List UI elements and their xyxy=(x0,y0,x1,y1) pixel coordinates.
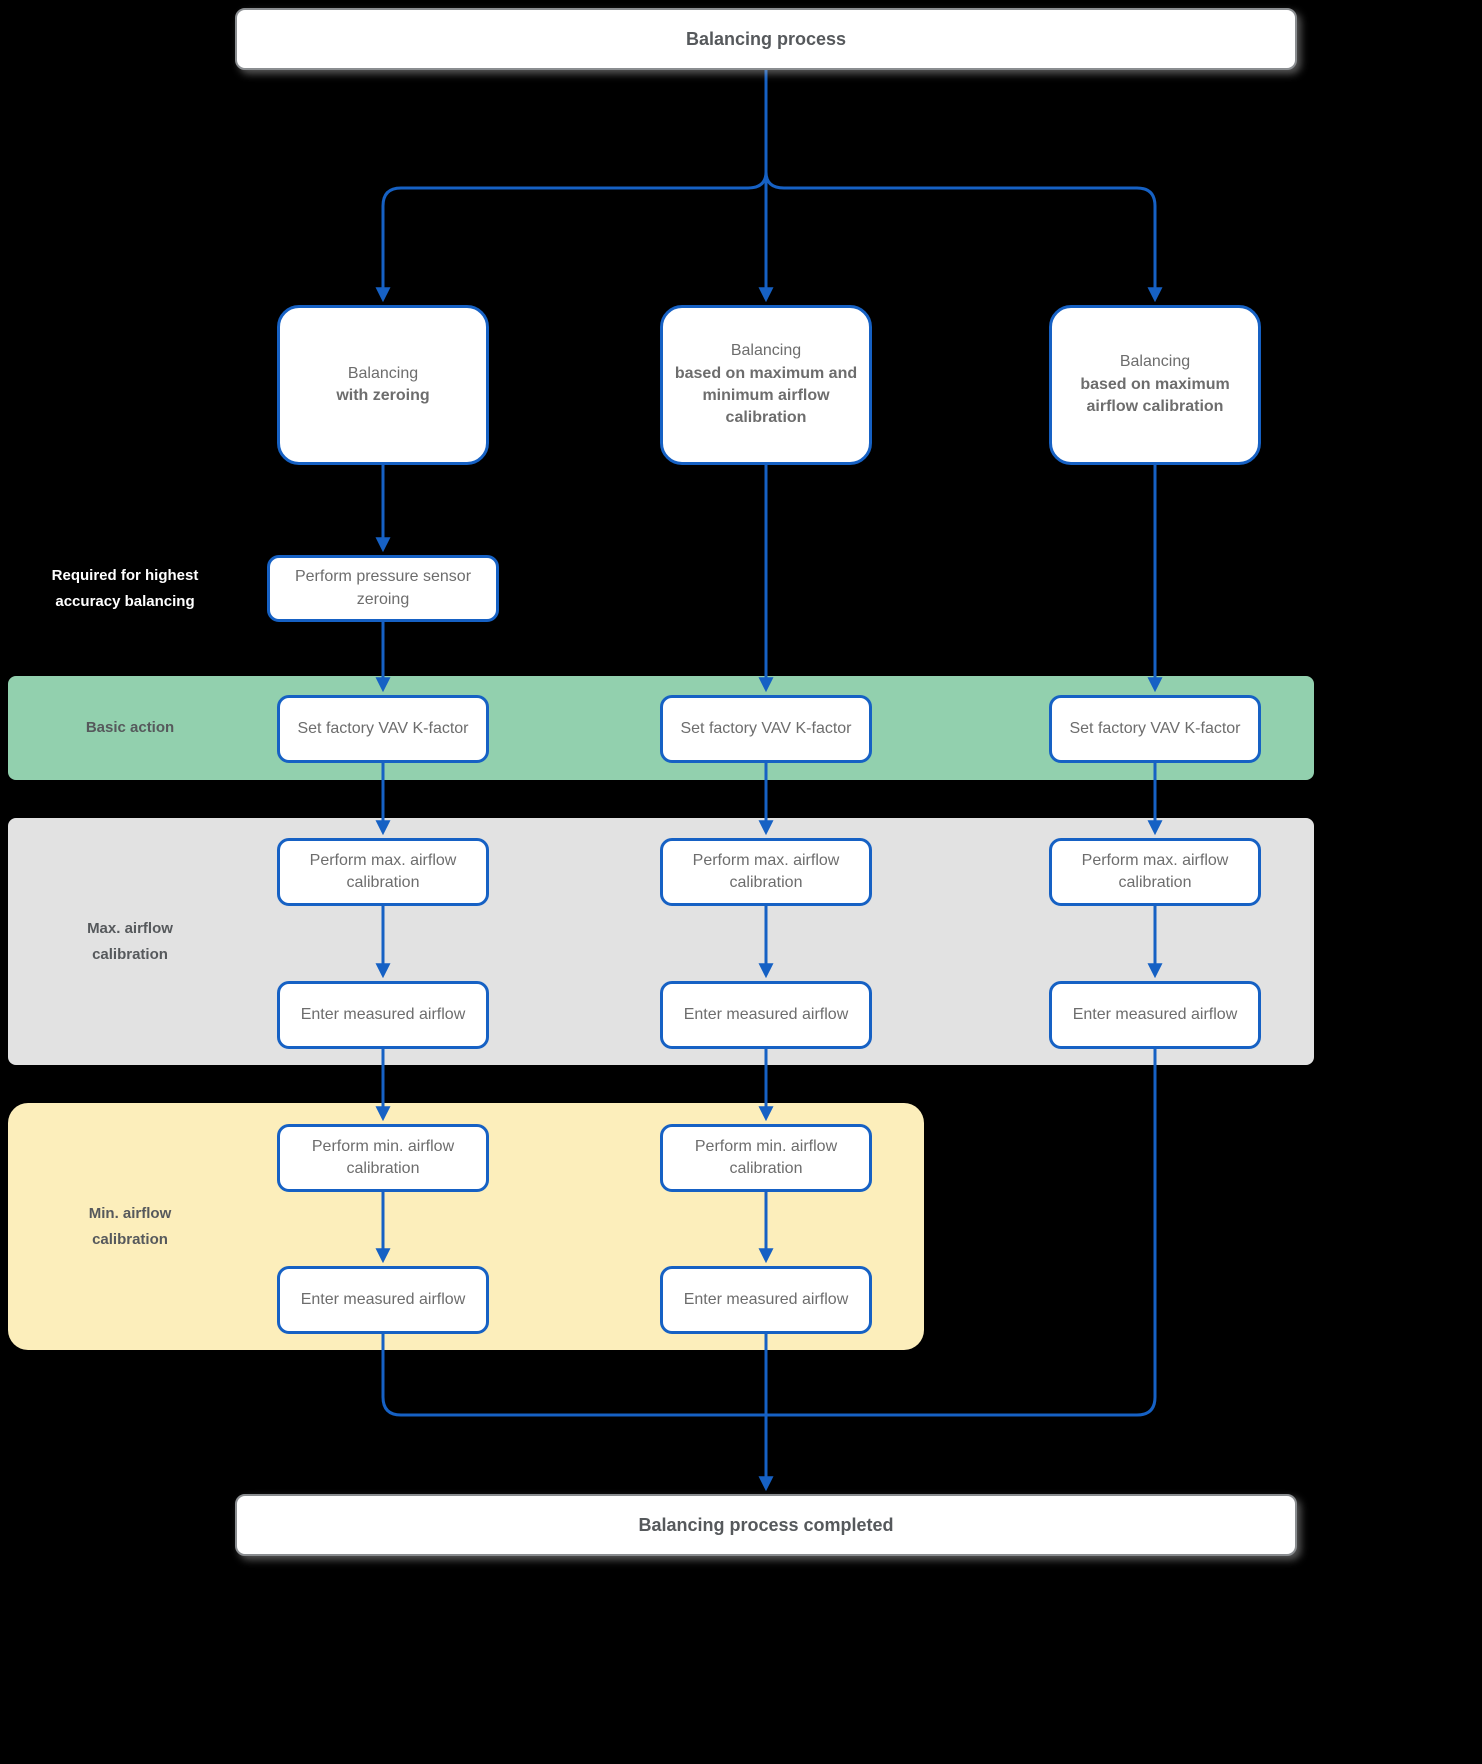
step-perform-max-cal-branch1: Perform max. airflow calibration xyxy=(277,838,489,906)
branch-emphasis: based on maximum airflow calibration xyxy=(1080,375,1230,416)
step-set-kfactor-branch3: Set factory VAV K-factor xyxy=(1049,695,1261,763)
branch-intro: Balancing xyxy=(1119,353,1191,371)
step-label: Enter measured airflow xyxy=(1072,1005,1238,1023)
step-pressure-sensor-zeroing: Perform pressure sensor zeroing xyxy=(267,555,499,622)
band-label-min-airflow: Min. airflow calibration xyxy=(88,1205,172,1248)
branch-intro: Balancing xyxy=(347,364,419,382)
step-label: Enter measured airflow xyxy=(683,1005,849,1023)
branch-node-max-calibration: Balancing based on maximum airflow calib… xyxy=(1049,305,1261,465)
step-enter-measured-max-branch2: Enter measured airflow xyxy=(660,981,872,1049)
step-enter-measured-min-branch1: Enter measured airflow xyxy=(277,1266,489,1334)
branch-node-with-zeroing: Balancing with zeroing xyxy=(277,305,489,465)
note-required-for-accuracy: Required for highest accuracy balancing xyxy=(51,566,199,610)
step-label: Enter measured airflow xyxy=(300,1290,466,1308)
step-label: Enter measured airflow xyxy=(300,1005,466,1023)
band-label-basic-action: Basic action xyxy=(85,719,175,737)
step-label: Set factory VAV K-factor xyxy=(297,719,469,737)
step-perform-max-cal-branch3: Perform max. airflow calibration xyxy=(1049,838,1261,906)
start-node-balancing-process: Balancing process xyxy=(235,8,1297,70)
step-enter-measured-max-branch1: Enter measured airflow xyxy=(277,981,489,1049)
step-label: Perform max. airflow calibration xyxy=(309,851,457,891)
step-label: Enter measured airflow xyxy=(683,1290,849,1308)
step-label: Perform min. airflow calibration xyxy=(311,1137,455,1177)
step-enter-measured-max-branch3: Enter measured airflow xyxy=(1049,981,1261,1049)
step-label: Set factory VAV K-factor xyxy=(1069,719,1241,737)
end-node-label: Balancing process completed xyxy=(638,1514,894,1535)
step-enter-measured-min-branch2: Enter measured airflow xyxy=(660,1266,872,1334)
band-label-max-airflow: Max. airflow calibration xyxy=(87,920,173,963)
branch-intro: Balancing xyxy=(730,342,802,360)
step-perform-max-cal-branch2: Perform max. airflow calibration xyxy=(660,838,872,906)
step-set-kfactor-branch2: Set factory VAV K-factor xyxy=(660,695,872,763)
step-perform-min-cal-branch1: Perform min. airflow calibration xyxy=(277,1124,489,1192)
branch-emphasis: with zeroing xyxy=(336,387,430,404)
start-node-label: Balancing process xyxy=(685,28,847,49)
branch-node-max-and-min-calibration: Balancing based on maximum and minimum a… xyxy=(660,305,872,465)
step-label: Perform max. airflow calibration xyxy=(1081,851,1229,891)
step-label: Perform pressure sensor zeroing xyxy=(294,568,472,608)
step-label: Perform max. airflow calibration xyxy=(692,851,840,891)
step-set-kfactor-branch1: Set factory VAV K-factor xyxy=(277,695,489,763)
step-label: Perform min. airflow calibration xyxy=(694,1137,838,1177)
end-node-balancing-completed: Balancing process completed xyxy=(235,1494,1297,1556)
step-label: Set factory VAV K-factor xyxy=(680,719,852,737)
branch-emphasis: based on maximum and minimum airflow cal… xyxy=(674,364,858,427)
step-perform-min-cal-branch2: Perform min. airflow calibration xyxy=(660,1124,872,1192)
